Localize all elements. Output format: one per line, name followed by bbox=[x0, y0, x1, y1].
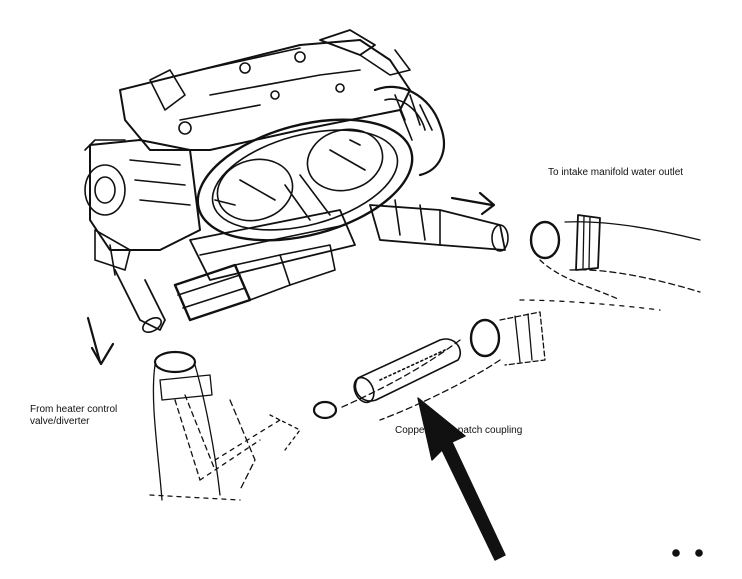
pointer-arrow bbox=[417, 397, 506, 561]
flow-arrow-down bbox=[86, 316, 115, 366]
label-heater-line1: From heater control bbox=[30, 404, 118, 415]
throttle-body bbox=[84, 29, 509, 334]
patch-coupling bbox=[353, 338, 462, 404]
label-intake-manifold-outlet: To intake manifold water outlet bbox=[548, 167, 684, 178]
label-heater-line2: valve/diverter bbox=[30, 416, 90, 427]
flow-arrow-right bbox=[450, 191, 496, 216]
upper-hose bbox=[519, 214, 701, 311]
hose-clamp-small bbox=[312, 400, 338, 420]
corner-marks bbox=[672, 549, 703, 557]
lower-hose bbox=[339, 311, 546, 421]
label-patch-coupling: Copper/brass patch coupling bbox=[395, 425, 523, 436]
label-heater-control: From heater control valve/diverter bbox=[30, 404, 117, 428]
heater-hose bbox=[149, 350, 301, 501]
